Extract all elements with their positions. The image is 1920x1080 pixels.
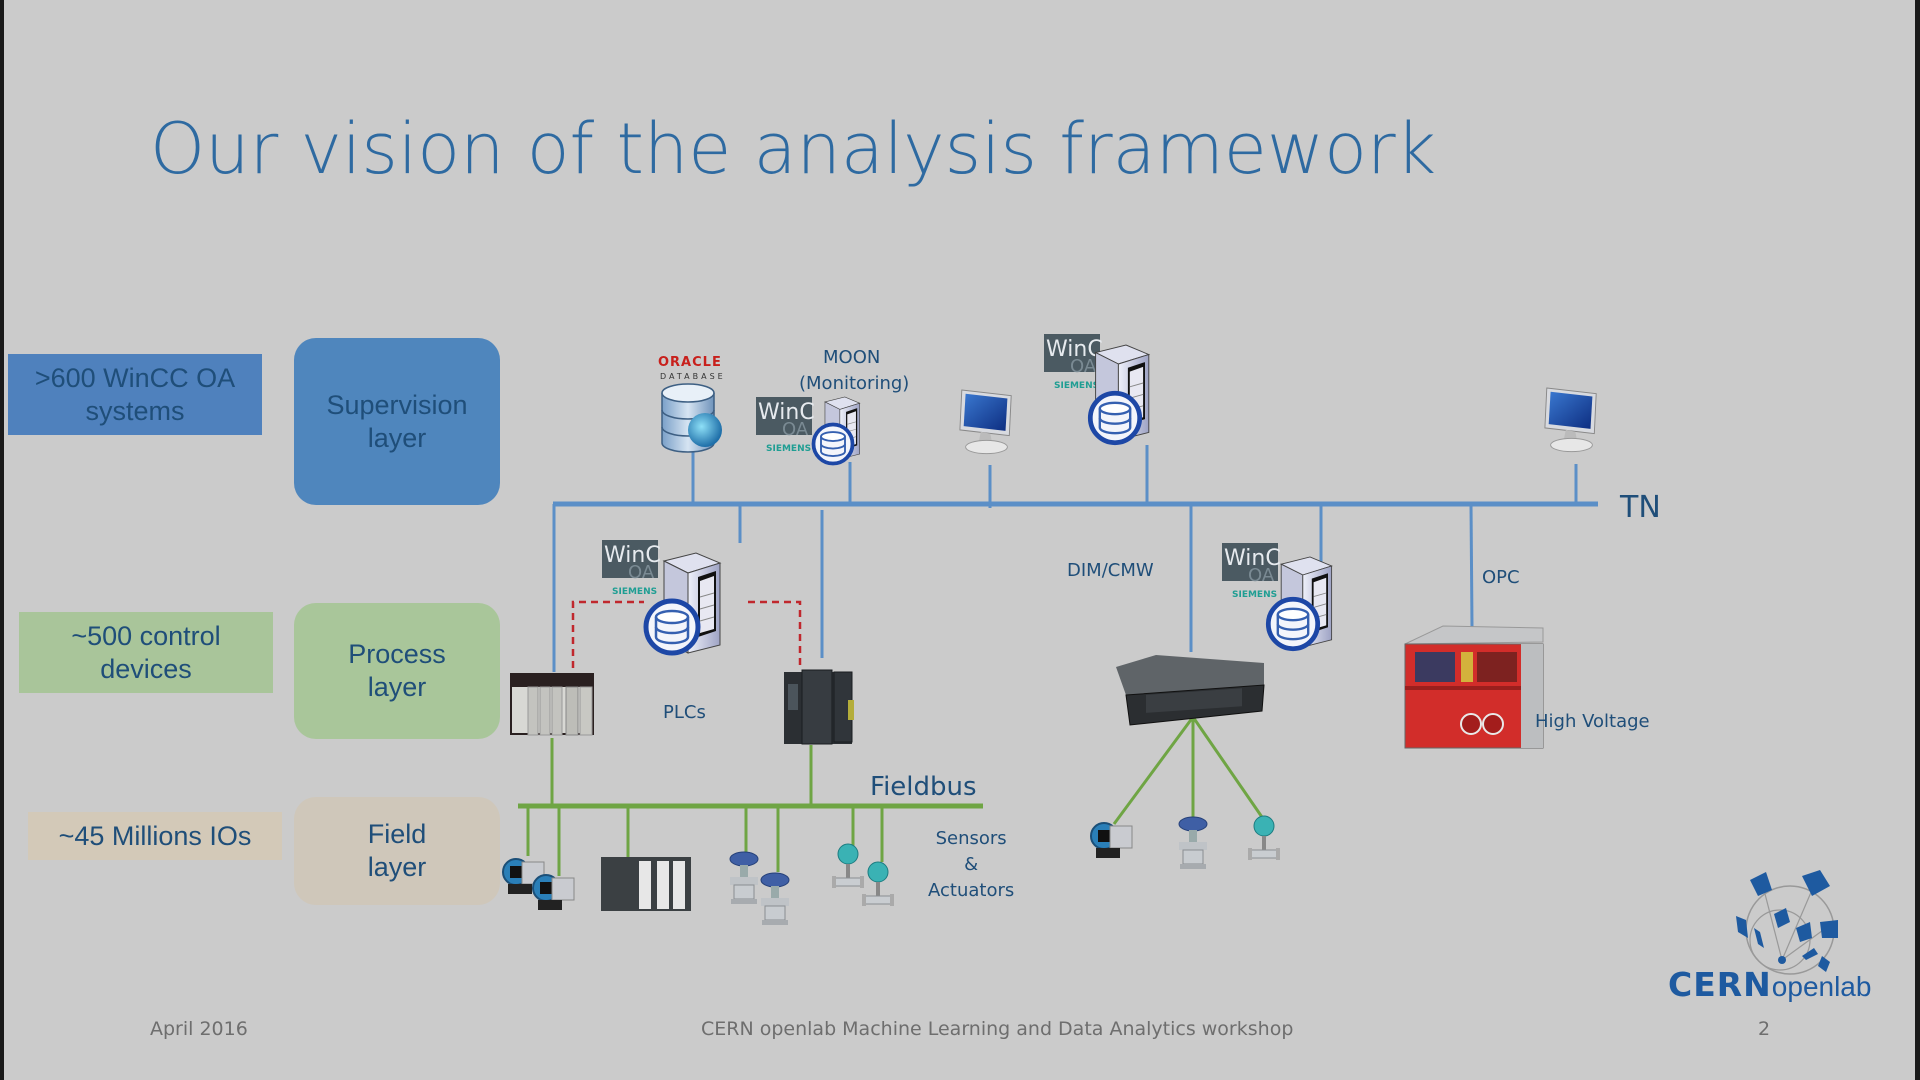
fieldbus-line: [518, 738, 983, 876]
high-voltage-label: High Voltage: [1535, 711, 1650, 732]
field-line2: layer: [367, 852, 427, 882]
control-valve-icon-2: [760, 872, 790, 926]
stat-control-line2: devices: [100, 653, 192, 684]
opc-label: OPC: [1482, 567, 1520, 588]
footer-date: April 2016: [150, 1018, 248, 1040]
moon-label: MOON: [823, 347, 881, 368]
dim-cmw-label: DIM/CMW: [1067, 560, 1154, 581]
sensors-label: Sensors: [935, 828, 1007, 849]
right-db-disc-icon: [1268, 599, 1317, 648]
stat-ios: ~45 Millions IOs: [28, 812, 282, 860]
footer-event: CERN openlab Machine Learning and Data A…: [701, 1018, 1294, 1040]
cern-openlab-logo-icon: [1736, 870, 1838, 975]
right-edge-border: [1915, 0, 1920, 1080]
monitor-icon: [959, 389, 1012, 455]
control-valve-icon-3: [1178, 816, 1208, 870]
pressure-transmitter-icon-3: [1090, 822, 1133, 859]
high-voltage-crate-icon: [1404, 625, 1544, 749]
top-db-disc-icon: [1090, 393, 1139, 442]
plc-right-icon: [784, 669, 854, 745]
logo-openlab-text: openlab: [1771, 971, 1872, 1002]
stat-ios-line1: ~45 Millions IOs: [58, 820, 252, 851]
stat-wincc-line2: systems: [85, 395, 185, 426]
dashed-plc-links: [571, 600, 802, 668]
left-edge-border: [0, 0, 4, 1080]
sensors-actuators-label: Sensors & Actuators: [928, 826, 1014, 904]
cern-openlab-logo: CERNopenlab: [1668, 965, 1871, 1004]
pressure-transmitter-icon-2: [532, 874, 575, 911]
supervision-line1: Supervision: [326, 389, 468, 420]
field-line1: Field: [367, 819, 427, 849]
flowmeter-icon-3: [1247, 815, 1281, 861]
moon-db-disc-icon: [811, 422, 855, 466]
flowmeter-icon-2: [861, 861, 895, 907]
wincc-logo-top: [1044, 334, 1103, 391]
ampersand-label: &: [964, 854, 979, 875]
monitor-icon-right: [1544, 387, 1597, 453]
moon-monitoring-label: (Monitoring): [799, 373, 910, 394]
wincc-logo-moon: [756, 397, 815, 454]
page-number: 2: [1758, 1018, 1771, 1040]
control-valve-icon-1: [729, 851, 759, 905]
wincc-logo-right: [1222, 543, 1281, 600]
process-line2: layer: [367, 672, 427, 702]
wincc-logo-process: [602, 540, 661, 597]
tn-label: TN: [1620, 490, 1661, 525]
tn-bus: [552, 445, 1598, 672]
slide-title: Our vision of the analysis framework: [150, 108, 1437, 190]
supervision-line2: layer: [367, 422, 427, 453]
stat-wincc-line1: >600 WinCC OA: [34, 362, 236, 393]
plc-left-icon: [510, 673, 594, 736]
rack-server-icon: [1116, 655, 1265, 726]
actuators-label: Actuators: [928, 880, 1015, 901]
stat-control-line1: ~500 control: [71, 620, 221, 651]
process-line1: Process: [348, 639, 446, 669]
fieldbus-label: Fieldbus: [870, 772, 977, 802]
plcs-label: PLCs: [663, 702, 706, 723]
process-db-disc-icon: [646, 601, 698, 653]
logo-cern-text: CERN: [1668, 965, 1772, 1004]
flowmeter-icon-1: [831, 843, 865, 889]
io-module-icon: [601, 857, 691, 911]
oracle-label: ORACLE: [658, 355, 722, 370]
dim-fanout-lines: [1112, 716, 1266, 825]
oracle-database-icon: [661, 383, 722, 453]
oracle-database-label: DATABASE: [660, 372, 726, 381]
